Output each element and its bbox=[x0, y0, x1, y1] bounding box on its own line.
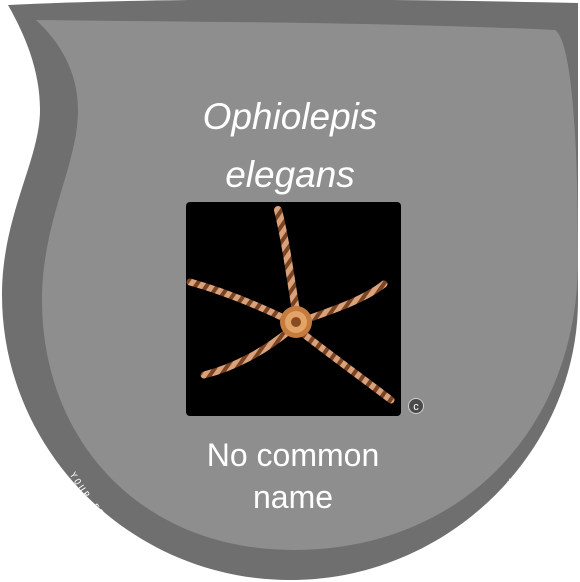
copyright-icon[interactable]: c bbox=[408, 398, 424, 414]
starfish-image bbox=[186, 206, 395, 404]
species-photo[interactable] bbox=[186, 202, 401, 416]
scientific-name: Ophiolepis elegans bbox=[0, 88, 580, 204]
scientific-name-line2: elegans bbox=[225, 154, 355, 195]
common-name: No common name bbox=[0, 434, 580, 518]
common-name-line2: name bbox=[252, 479, 334, 515]
common-name-line1: No common bbox=[206, 437, 380, 473]
scientific-name-line1: Ophiolepis bbox=[202, 96, 378, 137]
